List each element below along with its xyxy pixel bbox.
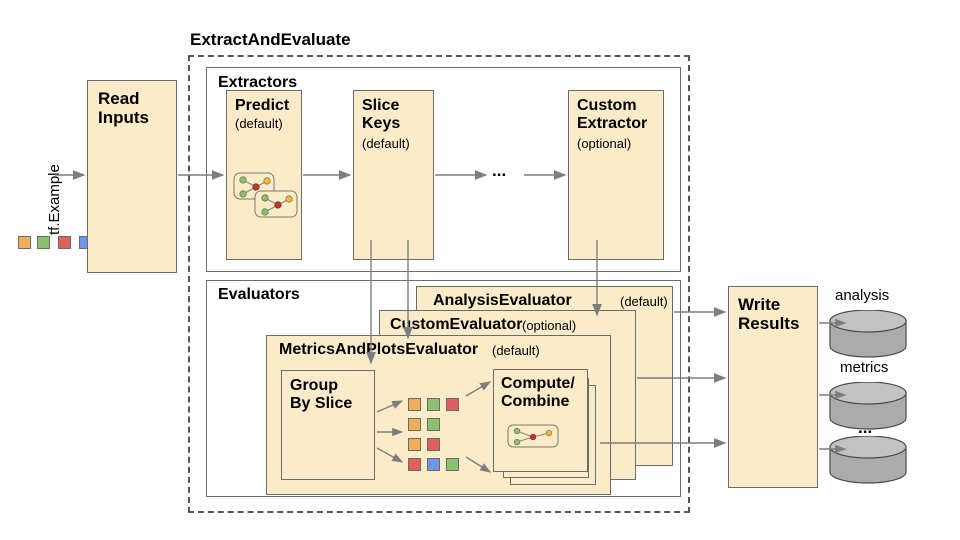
evaluator-metrics-and-plots-label: MetricsAndPlotsEvaluator [279,341,479,358]
read-inputs-node[interactable]: Read Inputs [87,80,177,273]
compute-combine-node[interactable]: Compute/ Combine [493,369,588,472]
group-by-slice-node[interactable]: Group By Slice [281,370,375,480]
extractor-custom[interactable]: Custom Extractor (optional) [568,90,664,260]
evaluator-custom-qualifier: (optional) [522,318,577,333]
output-store-more[interactable] [826,435,910,489]
input-label: tf.Example [46,164,63,235]
slice-swatch [427,438,440,451]
compute-combine-label: Compute/ Combine [501,375,575,410]
evaluator-analysis-qualifier: (default) [620,294,668,309]
group-by-slice-label: Group By Slice [290,377,353,412]
output-label-metrics: metrics [840,359,889,376]
extractor-slice-keys-label: Slice Keys [362,97,401,132]
extractor-slice-keys-qualifier: (default) [362,136,410,151]
write-results-node[interactable]: Write Results [728,286,818,488]
slice-swatch [408,438,421,451]
swatch-red [58,236,71,249]
extractor-predict-label: Predict [235,97,290,114]
slice-swatch [427,458,440,471]
output-label-more: ... [858,418,873,437]
slice-swatch [427,418,440,431]
extract-and-evaluate-title: ExtractAndEvaluate [190,30,351,49]
output-store-metrics[interactable] [826,381,910,435]
extractor-custom-label: Custom Extractor [577,97,648,132]
extractor-custom-qualifier: (optional) [577,136,632,151]
output-label-analysis: analysis [835,287,890,304]
evaluator-custom-label: CustomEvaluator [390,316,523,333]
evaluators-label: Evaluators [218,286,300,303]
extractors-label: Extractors [218,74,298,91]
slice-swatch [446,398,459,411]
output-store-analysis[interactable] [826,309,910,363]
evaluator-analysis-label: AnalysisEvaluator [433,292,572,309]
extractors-ellipsis: ... [492,161,507,180]
evaluator-metrics-and-plots-qualifier: (default) [492,343,540,358]
swatch-orange [18,236,31,249]
slice-swatch [408,418,421,431]
slice-swatch [427,398,440,411]
extractor-predict[interactable]: Predict (default) [226,90,302,260]
slice-swatch [408,458,421,471]
swatch-green [37,236,50,249]
extract-and-evaluate-boundary [188,55,690,513]
write-results-label: Write Results [738,295,800,334]
slice-swatch [408,398,421,411]
extractor-slice-keys[interactable]: Slice Keys (default) [353,90,434,260]
read-inputs-label: Read Inputs [98,89,149,128]
slice-swatch [446,458,459,471]
extractor-predict-qualifier: (default) [235,116,283,131]
